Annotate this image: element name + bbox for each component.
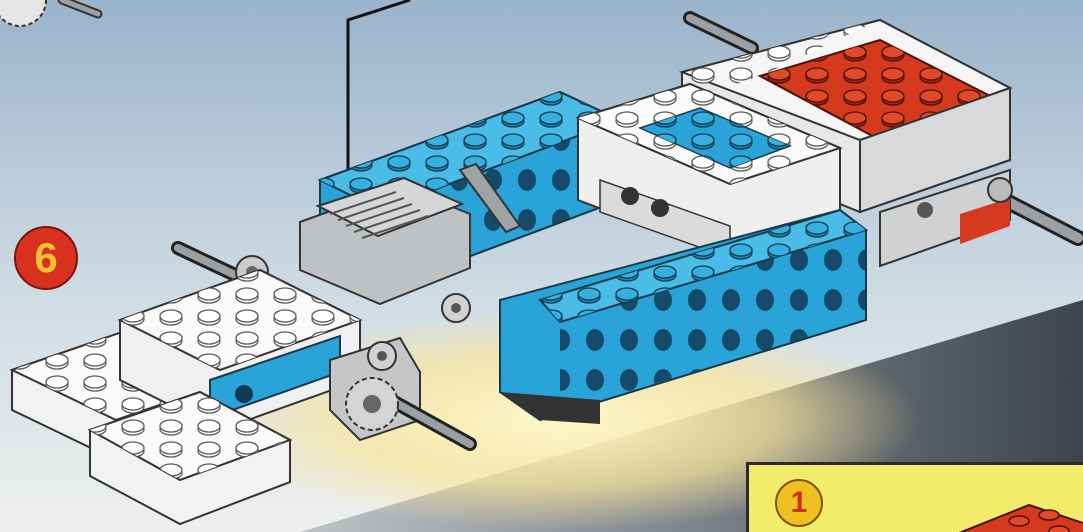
step-number: 6 [34,234,57,282]
sub-step-inset: 1 [746,462,1083,532]
inset-step-number: 1 [791,486,808,520]
step-number-badge: 6 [14,226,78,290]
inset-red-brick [909,485,1083,532]
step-number-badge-small: 1 [775,479,823,527]
